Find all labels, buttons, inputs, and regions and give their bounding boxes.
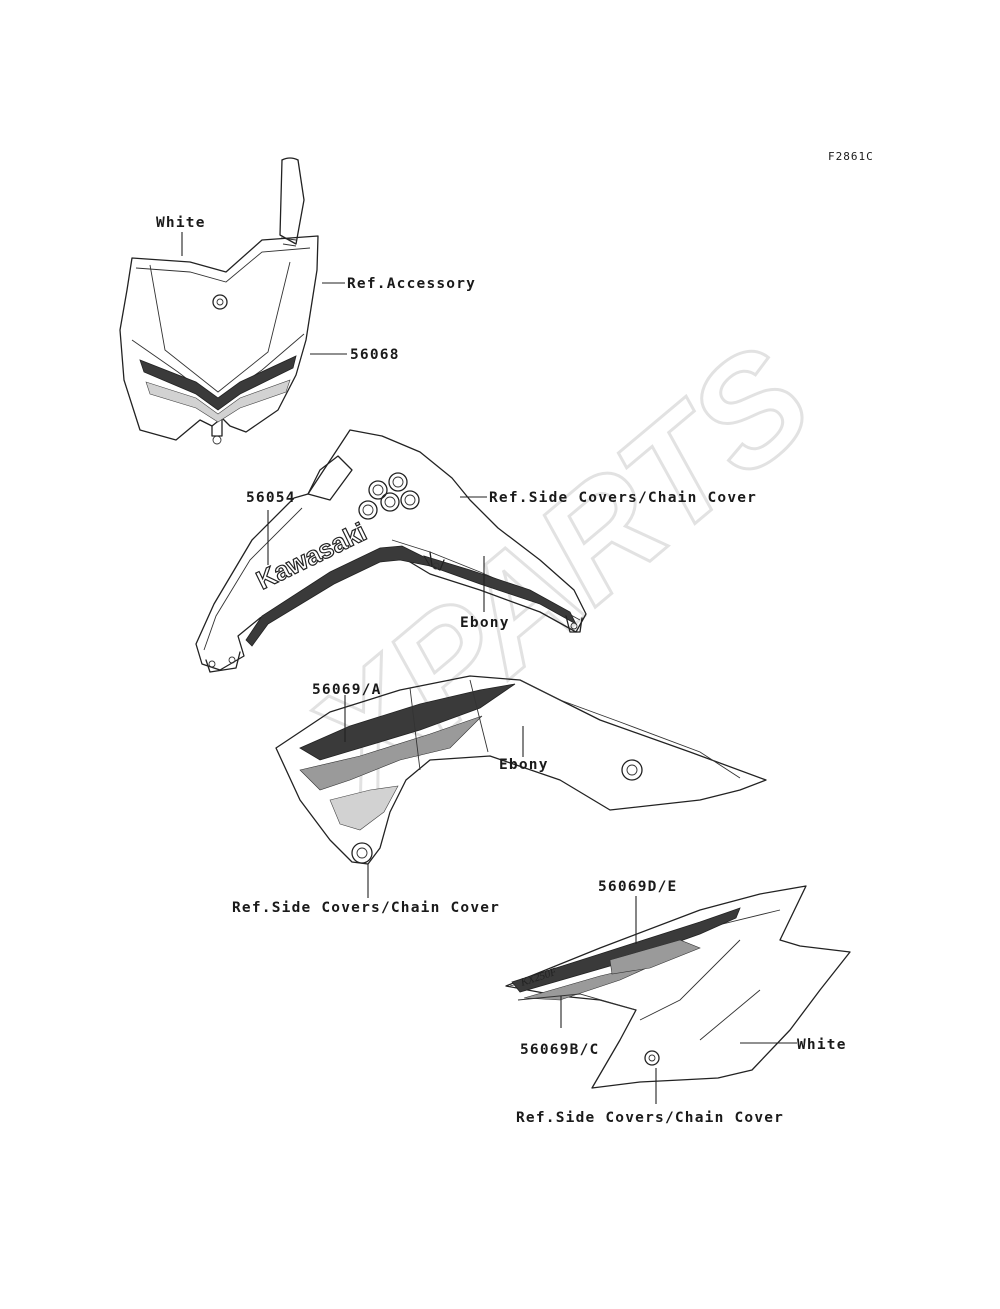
side-cover: KX250F <box>505 885 851 1104</box>
kawasaki-logo: Kawasaki <box>251 516 371 595</box>
lower-shroud-part-number: 56069/A <box>312 682 382 698</box>
side-cover-part-number-top: 56069D/E <box>598 879 677 895</box>
upper-shroud <box>195 429 587 673</box>
upper-shroud-ref-label: Ref.Side Covers/Chain Cover <box>489 490 757 506</box>
front-number-plate <box>119 157 347 445</box>
figure-code: F2861C <box>828 150 874 163</box>
front-plate-ref-label: Ref.Accessory <box>347 276 476 292</box>
front-plate-color-label: White <box>156 215 206 231</box>
front-plate-part-number: 56068 <box>350 347 400 363</box>
lower-shroud-color-label: Ebony <box>499 757 549 773</box>
upper-shroud-part-number: 56054 <box>246 490 296 506</box>
side-cover-color-label: White <box>797 1037 847 1053</box>
lower-shroud-ref-label: Ref.Side Covers/Chain Cover <box>232 900 500 916</box>
side-cover-part-number-bottom: 56069B/C <box>520 1042 599 1058</box>
side-cover-ref-label: Ref.Side Covers/Chain Cover <box>516 1110 784 1126</box>
upper-shroud-color-label: Ebony <box>460 615 510 631</box>
lower-shroud <box>275 675 767 898</box>
